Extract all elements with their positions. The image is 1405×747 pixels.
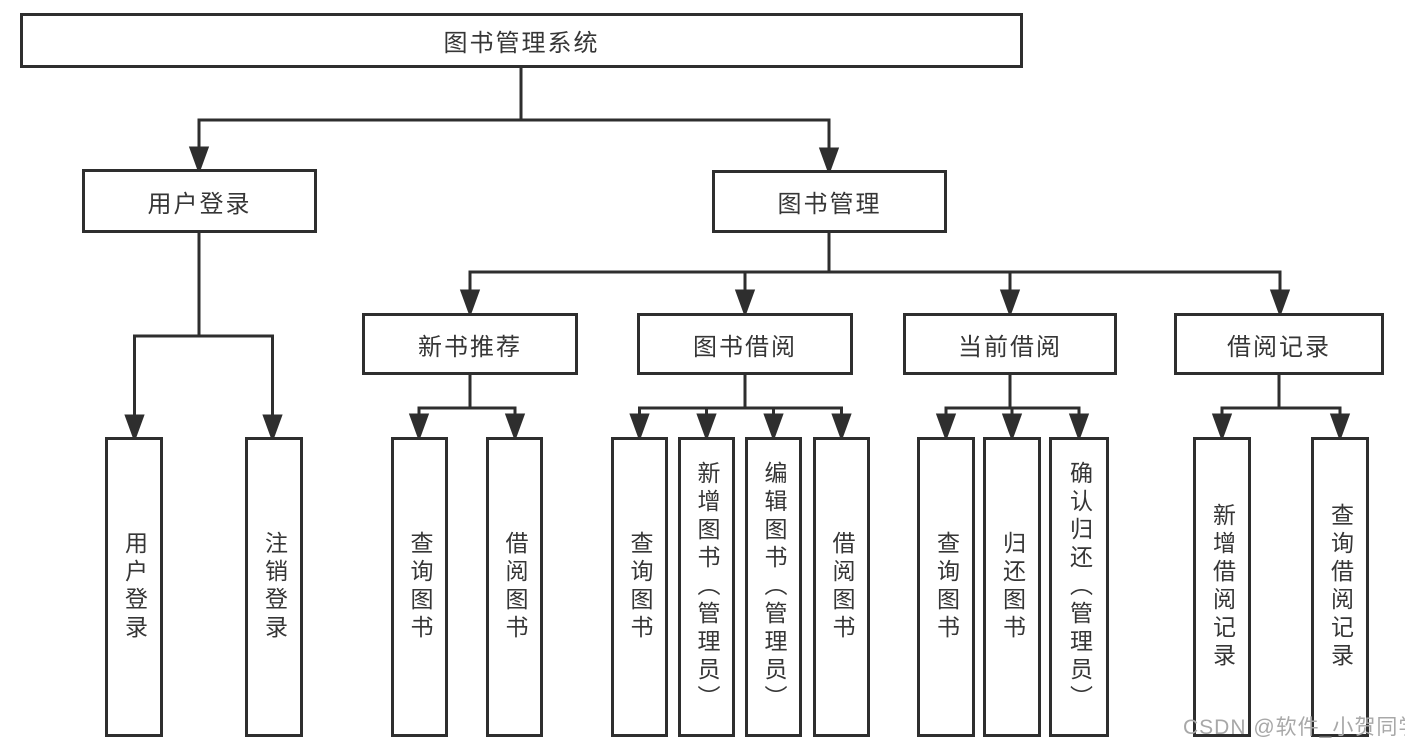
node-user-login-label: 用户登录	[147, 190, 252, 218]
node-book-management: 图书管理	[712, 170, 947, 233]
node-new-book-recommend: 新书推荐	[362, 313, 578, 375]
leaf-query-books-3-label: 查询图书	[933, 531, 960, 643]
leaf-add-books-admin-label: 新增图书（管理员）	[694, 461, 720, 713]
connector-book-borrow-subtree	[629, 375, 852, 442]
leaf-user-login-label: 用户登录	[121, 531, 148, 643]
leaf-query-books-1: 查询图书	[391, 437, 448, 737]
leaf-borrow-books-2-label: 借阅图书	[829, 531, 855, 643]
node-book-borrowing-label: 图书借阅	[693, 333, 797, 361]
connector-new-book-subtree	[408, 375, 526, 442]
node-borrow-records: 借阅记录	[1174, 313, 1384, 375]
connector-current-borrow-subtree	[935, 375, 1090, 442]
connector-root-to-level2	[188, 68, 840, 176]
node-root: 图书管理系统	[20, 13, 1023, 68]
node-current-borrowing-label: 当前借阅	[958, 333, 1062, 361]
leaf-edit-books-admin: 编辑图书（管理员）	[745, 437, 802, 737]
node-user-login: 用户登录	[82, 169, 317, 233]
leaf-edit-books-admin-label: 编辑图书（管理员）	[761, 461, 787, 713]
leaf-query-books-1-label: 查询图书	[407, 531, 433, 643]
leaf-query-books-2: 查询图书	[611, 437, 668, 737]
leaf-add-borrow-record-label: 新增借阅记录	[1209, 503, 1236, 671]
leaf-confirm-return-admin: 确认归还（管理员）	[1049, 437, 1109, 737]
leaf-return-books: 归还图书	[983, 437, 1041, 737]
leaf-borrow-books-1-label: 借阅图书	[502, 531, 528, 643]
connector-borrow-records-subtree	[1211, 375, 1351, 442]
leaf-query-borrow-record: 查询借阅记录	[1311, 437, 1369, 737]
leaf-add-books-admin: 新增图书（管理员）	[678, 437, 735, 737]
node-book-borrowing: 图书借阅	[637, 313, 853, 375]
node-book-management-label: 图书管理	[777, 191, 882, 218]
connector-user-login-subtree	[124, 233, 283, 443]
leaf-borrow-books-1: 借阅图书	[486, 437, 543, 737]
leaf-add-borrow-record: 新增借阅记录	[1193, 437, 1251, 737]
leaf-return-books-label: 归还图书	[999, 531, 1026, 643]
leaf-query-borrow-record-label: 查询借阅记录	[1327, 503, 1354, 671]
leaf-logout-login-label: 注销登录	[261, 531, 288, 643]
node-root-label: 图书管理系统	[443, 30, 600, 57]
leaf-logout-login: 注销登录	[245, 437, 303, 737]
connector-book-mgmt-to-level3	[459, 233, 1291, 318]
node-borrow-records-label: 借阅记录	[1227, 333, 1331, 361]
leaf-confirm-return-admin-label: 确认归还（管理员）	[1066, 461, 1093, 713]
leaf-borrow-books-2: 借阅图书	[813, 437, 870, 737]
leaf-query-books-3: 查询图书	[917, 437, 975, 737]
leaf-query-books-2-label: 查询图书	[627, 531, 653, 643]
node-current-borrowing: 当前借阅	[903, 313, 1117, 375]
csdn-watermark: CSDN @软件_小贺同学	[1183, 716, 1405, 739]
node-new-book-recommend-label: 新书推荐	[418, 333, 522, 361]
leaf-user-login: 用户登录	[105, 437, 163, 737]
